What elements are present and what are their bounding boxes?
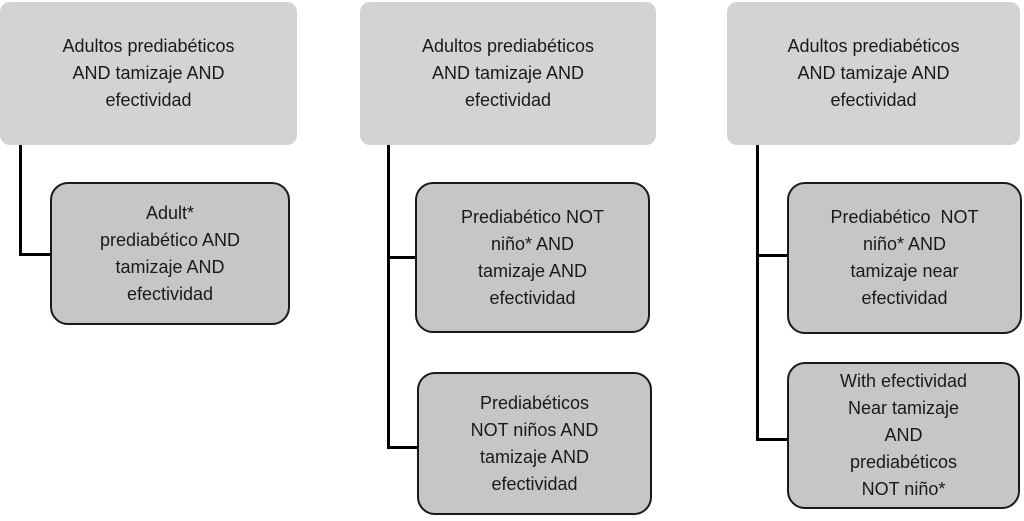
child-box-column-3-second: With efectividad Near tamizaje AND predi…	[787, 362, 1020, 509]
parent-box-column-1-text: Adultos prediabéticos AND tamizaje AND e…	[62, 36, 235, 110]
child-box-column-2-first-text: Prediabético NOT niño* AND tamizaje AND …	[460, 206, 605, 308]
child-box-column-3-first-text: Prediabético NOT niño* AND tamizaje near…	[830, 207, 979, 308]
connector-line-horizontal-column-3-branch-1	[756, 254, 789, 257]
child-box-column-1: Adult* prediabético AND tamizaje AND efe…	[50, 182, 290, 325]
parent-box-column-1: Adultos prediabéticos AND tamizaje AND e…	[0, 2, 297, 145]
connector-line-horizontal-column-1	[19, 253, 52, 256]
parent-box-column-3: Adultos prediabéticos AND tamizaje AND e…	[727, 2, 1020, 145]
child-box-column-1-text: Adult* prediabético AND tamizaje AND efe…	[99, 202, 241, 304]
connector-line-vertical-column-3	[756, 145, 759, 441]
parent-box-column-3-text: Adultos prediabéticos AND tamizaje AND e…	[787, 36, 960, 110]
child-box-column-2-second: Prediabéticos NOT niños AND tamizaje AND…	[417, 372, 652, 515]
child-box-column-3-second-text: With efectividad Near tamizaje AND predi…	[839, 371, 968, 499]
child-box-column-2-second-text: Prediabéticos NOT niños AND tamizaje AND…	[470, 392, 599, 494]
connector-line-horizontal-column-2-branch-2	[387, 446, 419, 449]
parent-box-column-2-text: Adultos prediabéticos AND tamizaje AND e…	[421, 36, 595, 110]
connector-line-vertical-column-2	[387, 145, 390, 449]
child-box-column-3-first: Prediabético NOT niño* AND tamizaje near…	[787, 182, 1022, 334]
parent-box-column-2: Adultos prediabéticos AND tamizaje AND e…	[360, 2, 656, 145]
child-box-column-2-first: Prediabético NOT niño* AND tamizaje AND …	[415, 182, 650, 333]
connector-line-horizontal-column-3-branch-2	[756, 438, 789, 441]
connector-line-vertical-column-1	[19, 145, 22, 256]
connector-line-horizontal-column-2-branch-1	[387, 256, 420, 259]
